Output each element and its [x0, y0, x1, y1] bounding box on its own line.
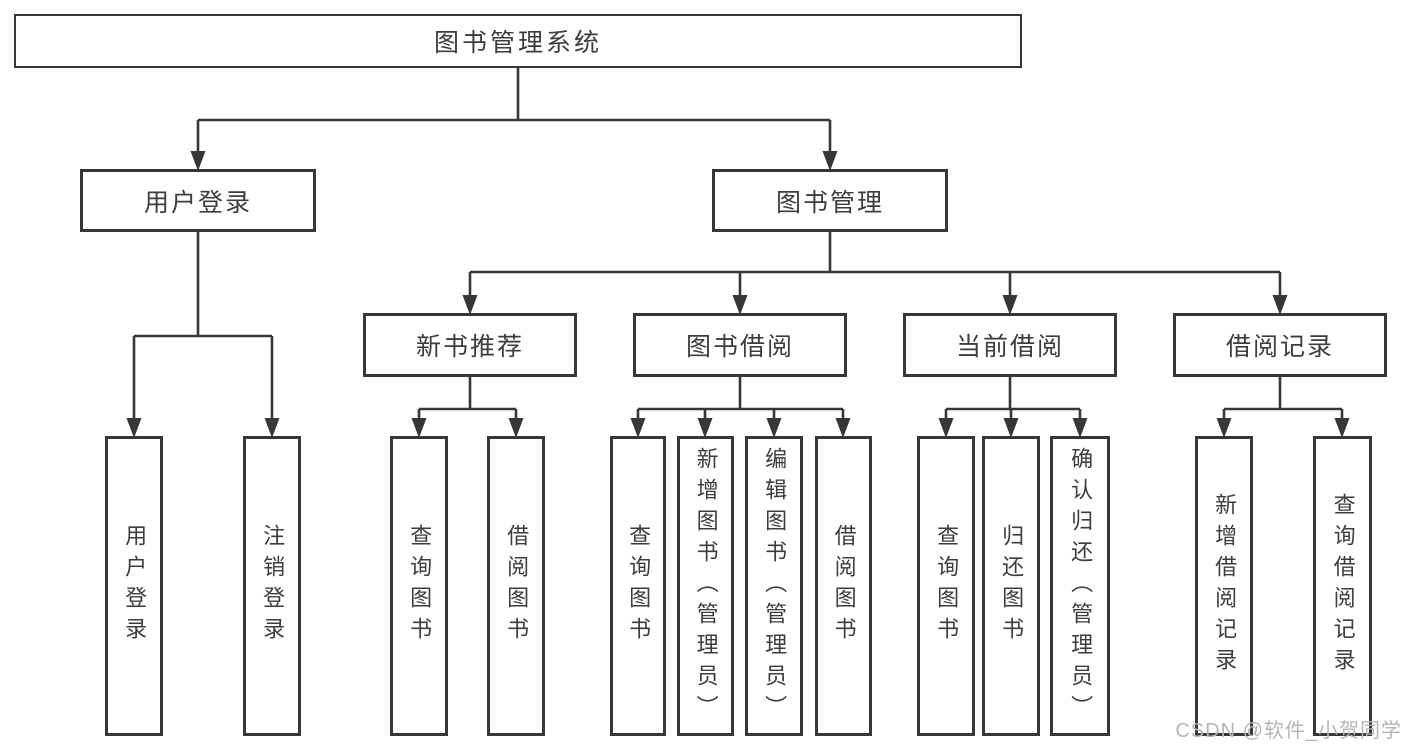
section-new-book-recommend: 新书推荐 [363, 313, 577, 377]
leaf-label: 编辑图书（管理员） [762, 446, 788, 726]
leaf-borrow-books-borrowing: 借阅图书 [815, 436, 872, 736]
leaf-confirm-return-admin: 确认归还（管理员） [1050, 436, 1110, 736]
leaf-label: 查询图书 [934, 524, 960, 648]
root-box-library-system: 图书管理系统 [14, 14, 1022, 68]
leaf-label: 注销登录 [260, 524, 286, 648]
leaf-query-books-current: 查询图书 [917, 436, 975, 736]
branch-book-management: 图书管理 [712, 169, 948, 232]
csdn-watermark: CSDN @软件_小贺同学 [1175, 720, 1402, 742]
leaf-label: 新增借阅记录 [1212, 493, 1238, 679]
leaf-label: 借阅图书 [504, 524, 530, 648]
leaf-label: 确认归还（管理员） [1068, 446, 1094, 726]
leaf-label: 新增图书（管理员） [693, 446, 719, 726]
leaf-label: 借阅图书 [831, 524, 857, 648]
leaf-add-books-admin: 新增图书（管理员） [677, 436, 734, 736]
branch-user-login: 用户登录 [80, 169, 316, 232]
section-current-borrowing: 当前借阅 [903, 313, 1117, 377]
leaf-edit-books-admin: 编辑图书（管理员） [745, 436, 803, 736]
leaf-label: 用户登录 [122, 524, 148, 648]
leaf-label: 查询图书 [626, 524, 652, 648]
leaf-label: 归还图书 [999, 524, 1025, 648]
leaf-query-books-recommend: 查询图书 [390, 436, 448, 736]
section-book-borrowing: 图书借阅 [633, 313, 847, 377]
leaf-query-borrow-record: 查询借阅记录 [1313, 436, 1372, 736]
leaf-label: 查询借阅记录 [1330, 493, 1356, 679]
leaf-logout: 注销登录 [243, 436, 301, 736]
leaf-query-books-borrowing: 查询图书 [610, 436, 666, 736]
leaf-add-borrow-record: 新增借阅记录 [1195, 436, 1253, 736]
section-borrow-records: 借阅记录 [1173, 313, 1387, 377]
leaf-return-books: 归还图书 [982, 436, 1040, 736]
leaf-borrow-books-recommend: 借阅图书 [487, 436, 545, 736]
leaf-user-login: 用户登录 [105, 436, 163, 736]
leaf-label: 查询图书 [407, 524, 433, 648]
